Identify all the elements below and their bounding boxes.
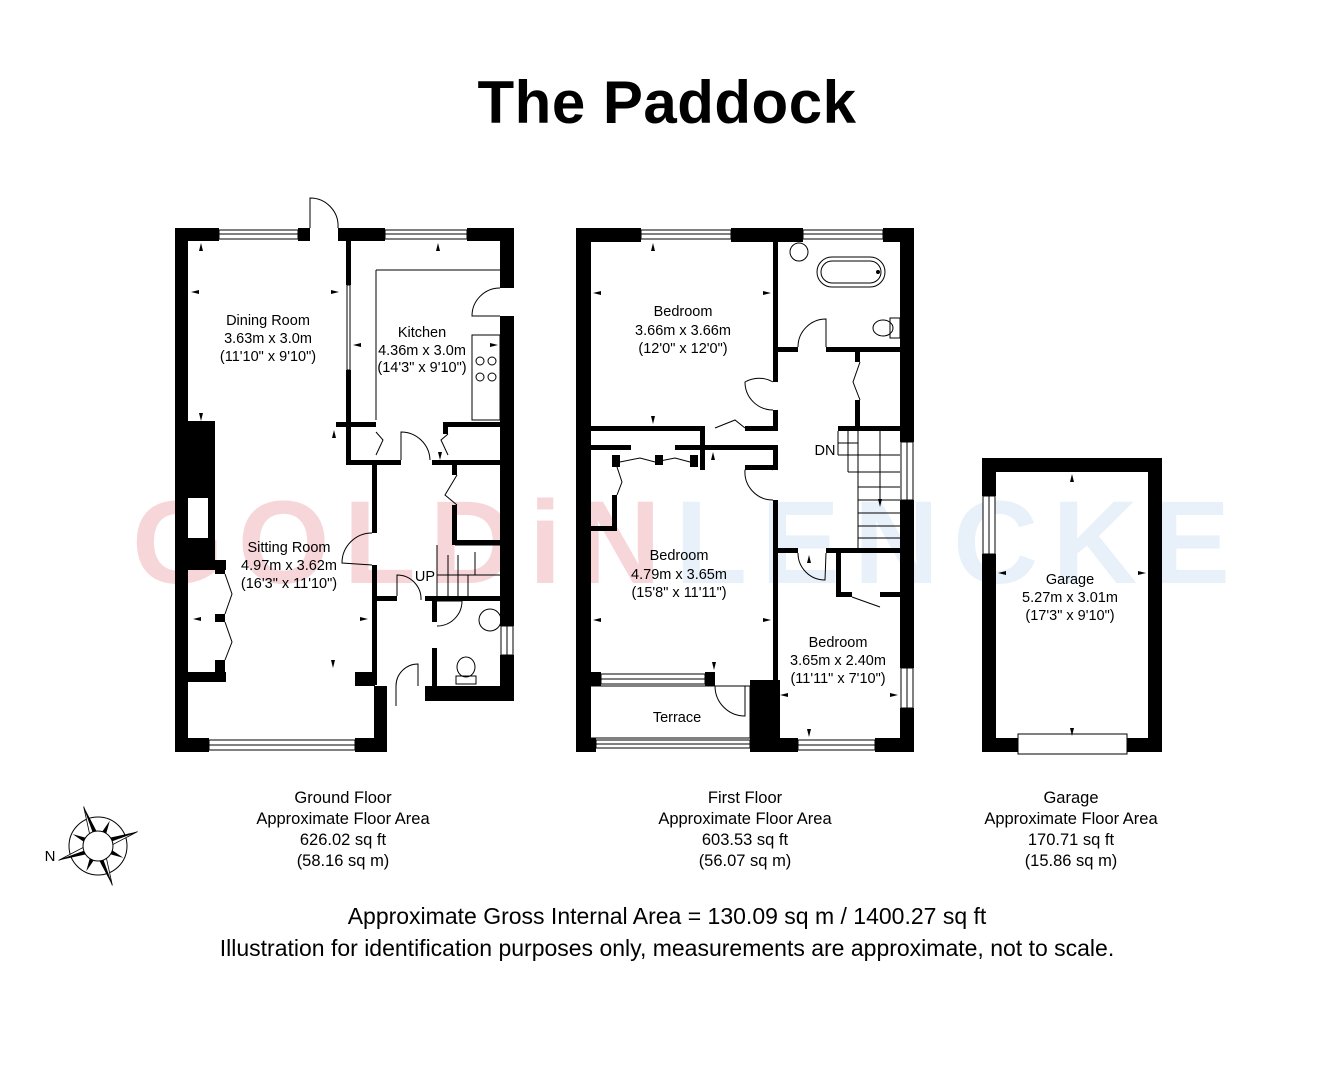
stair-down-label: DN	[815, 443, 836, 459]
svg-text:3.66m x 3.66m: 3.66m x 3.66m	[635, 323, 731, 339]
floor-area-label: Approximate Floor Area	[984, 810, 1158, 828]
first-floor-area: First Floor Approximate Floor Area 603.5…	[595, 788, 895, 872]
floor-area-sqft: 626.02 sq ft	[299, 831, 387, 849]
svg-text:Dining Room: Dining Room	[226, 313, 310, 329]
svg-text:3.63m x 3.0m: 3.63m x 3.0m	[224, 331, 312, 347]
room-terrace: Terrace	[653, 710, 701, 726]
room-bedroom-1: Bedroom 3.66m x 3.66m (12'0" x 12'0")	[635, 304, 731, 357]
watermark: GOLDiN LENCKE	[132, 477, 1244, 609]
floor-area-sqft: 170.71 sq ft	[1027, 831, 1115, 849]
svg-text:4.79m x 3.65m: 4.79m x 3.65m	[631, 567, 727, 583]
garage-area: Garage Approximate Floor Area 170.71 sq …	[921, 788, 1221, 872]
svg-text:3.65m x 2.40m: 3.65m x 2.40m	[790, 653, 886, 669]
room-bedroom-2: Bedroom 4.79m x 3.65m (15'8" x 11'11")	[631, 548, 727, 601]
room-dining: Dining Room 3.63m x 3.0m (11'10" x 9'10"…	[220, 313, 316, 365]
floor-area-sqm: (15.86 sq m)	[1024, 852, 1118, 870]
ground-floor-fixtures	[208, 197, 514, 751]
compass-rose-icon	[58, 806, 138, 886]
floor-area-label: Approximate Floor Area	[256, 810, 430, 828]
garage-arrows	[998, 474, 1146, 736]
floor-area-sqm: (56.07 sq m)	[698, 852, 792, 870]
first-floor-plan	[576, 228, 914, 752]
floor-name: Garage	[1043, 789, 1099, 807]
room-sitting: Sitting Room 4.97m x 3.62m (16'3" x 11'1…	[241, 540, 337, 592]
room-garage: Garage 5.27m x 3.01m (17'3" x 9'10")	[1022, 572, 1118, 624]
svg-text:(12'0" x 12'0"): (12'0" x 12'0")	[638, 341, 727, 357]
room-bedroom-3: Bedroom 3.65m x 2.40m (11'11" x 7'10")	[790, 635, 886, 687]
floor-area-sqm: (58.16 sq m)	[296, 852, 390, 870]
floor-area-label: Approximate Floor Area	[658, 810, 832, 828]
svg-text:(11'10" x 9'10"): (11'10" x 9'10")	[220, 349, 316, 365]
watermark-right: LENCKE	[675, 477, 1244, 609]
watermark-left: GOLDiN	[132, 477, 675, 609]
svg-text:(11'11" x 7'10"): (11'11" x 7'10")	[790, 671, 885, 687]
svg-text:(17'3" x 9'10"): (17'3" x 9'10")	[1025, 608, 1114, 624]
first-floor-arrows	[593, 243, 898, 737]
stair-up-label: UP	[415, 569, 435, 585]
svg-text:Kitchen: Kitchen	[398, 325, 446, 341]
svg-text:(14'3" x 9'10"): (14'3" x 9'10")	[377, 360, 466, 376]
floor-name: First Floor	[707, 789, 783, 807]
svg-text:5.27m x 3.01m: 5.27m x 3.01m	[1022, 590, 1118, 606]
garage-plan	[982, 458, 1162, 752]
svg-text:Bedroom: Bedroom	[654, 304, 713, 320]
svg-text:Bedroom: Bedroom	[809, 635, 868, 651]
room-labels: Dining Room 3.63m x 3.0m (11'10" x 9'10"…	[220, 304, 1118, 726]
svg-text:Bedroom: Bedroom	[650, 548, 709, 564]
svg-text:(16'3" x 11'10"): (16'3" x 11'10")	[241, 576, 337, 592]
disclaimer: Illustration for identification purposes…	[219, 935, 1115, 961]
svg-text:Sitting Room: Sitting Room	[247, 540, 330, 556]
room-kitchen: Kitchen 4.36m x 3.0m (14'3" x 9'10")	[377, 325, 466, 376]
gross-internal-area: Approximate Gross Internal Area = 130.09…	[347, 903, 987, 929]
floor-name: Ground Floor	[294, 789, 392, 807]
ground-floor-area: Ground Floor Approximate Floor Area 626.…	[193, 788, 493, 872]
svg-text:4.97m x 3.62m: 4.97m x 3.62m	[241, 558, 337, 574]
floor-area-sqft: 603.53 sq ft	[701, 831, 789, 849]
first-floor-fixtures	[579, 229, 914, 751]
ground-floor-arrows	[191, 243, 498, 668]
compass-north-label: N	[45, 848, 56, 865]
svg-text:(15'8" x 11'11"): (15'8" x 11'11")	[631, 585, 726, 601]
svg-text:4.36m x 3.0m: 4.36m x 3.0m	[378, 343, 466, 359]
page-title: The Paddock	[477, 69, 857, 136]
ground-floor-plan	[175, 228, 514, 752]
svg-text:Garage: Garage	[1046, 572, 1094, 588]
